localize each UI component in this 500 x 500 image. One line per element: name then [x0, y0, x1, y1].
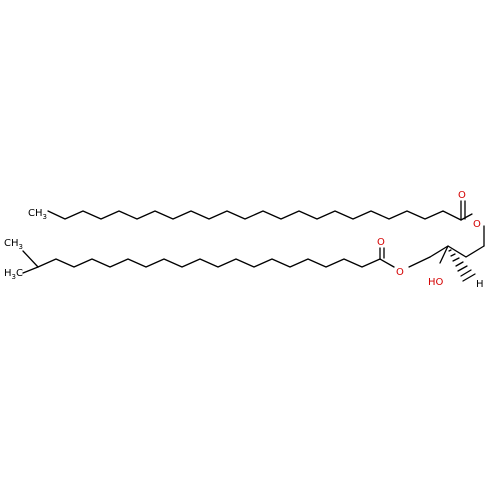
hydroxyl-bond	[439, 245, 449, 264]
stereo-hash-wedge	[448, 249, 476, 282]
lower-carbonyl-oxygen: O	[377, 237, 385, 248]
hydroxyl-label: HO	[428, 277, 444, 288]
ch3-top-label: CH3	[28, 208, 47, 221]
h3c-lower-branch-label: H3C	[4, 268, 23, 281]
upper-acyl-chain	[47, 210, 462, 221]
iso-branch-upper	[22, 250, 39, 268]
upper-carbonyl-oxygen: O	[458, 190, 466, 201]
lower-acyl-chain	[37, 258, 381, 268]
iso-branch-lower	[22, 266, 39, 274]
hydrogen-label: H	[476, 279, 484, 290]
lower-ester-c-bond	[379, 258, 395, 268]
lower-ester-oxygen: O	[396, 267, 404, 278]
upper-ester-oxygen: O	[473, 219, 481, 230]
ch3-upper-branch-label: CH3	[4, 238, 23, 251]
lower-ester-o-bond	[408, 256, 431, 268]
glycerol-backbone	[429, 245, 485, 258]
upper-ester-bond	[460, 213, 473, 221]
